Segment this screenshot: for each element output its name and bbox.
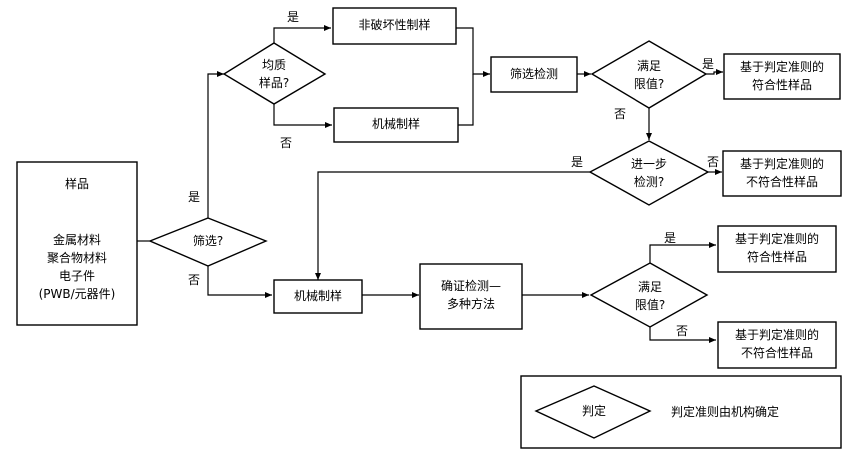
connector-yes — [706, 69, 723, 75]
decision-limit-top-label-2: 限值? — [633, 77, 665, 91]
branch-yes-label: 是 — [188, 190, 201, 204]
sample-box — [16, 161, 138, 326]
branch-no-label: 否 — [707, 155, 720, 169]
mechanical-prep-bottom-box — [273, 279, 363, 314]
sample-item: 电子件 — [58, 269, 95, 283]
connector-no — [649, 327, 716, 343]
result-bottom-conform-label-1: 基于判定准则的 — [734, 232, 819, 246]
result-top-nonconform-label-2: 不符合性样品 — [745, 175, 818, 189]
legend-description: 判定准则由机构确定 — [671, 405, 780, 419]
result-bottom-nonconform-label-2: 不符合性样品 — [740, 346, 813, 360]
decision-homogeneous — [222, 42, 327, 105]
decision-further-label-1: 进一步 — [630, 157, 667, 171]
sample-item: (PWB/元器件) — [38, 287, 116, 301]
decision-limit-bottom-label-2: 限值? — [634, 298, 666, 312]
branch-no-label: 否 — [188, 273, 201, 287]
screening-test-box — [490, 56, 578, 93]
connector-no — [207, 266, 272, 298]
decision-limit-top — [590, 40, 708, 109]
result-top-conform-box — [723, 53, 841, 100]
legend-diamond — [534, 385, 652, 439]
non-destructive-prep-box — [332, 7, 457, 45]
mechanical-prep-top-box — [333, 107, 459, 143]
connector-yes — [207, 71, 224, 218]
connector-yes — [649, 242, 716, 263]
decision-limit-top-label-1: 满足 — [636, 59, 661, 73]
result-bottom-nonconform-label-1: 基于判定准则的 — [734, 328, 819, 342]
branch-yes-label: 是 — [664, 231, 677, 245]
branch-yes-label: 是 — [287, 10, 300, 24]
confirm-test-box — [419, 263, 523, 330]
confirm-test-label-2: 多种方法 — [446, 297, 495, 311]
mechanical-prep-bottom-label: 机械制样 — [293, 289, 342, 303]
branch-no-label: 否 — [280, 136, 293, 150]
mechanical-prep-top-label: 机械制样 — [371, 117, 420, 131]
result-top-conform-label-2: 符合性样品 — [751, 78, 812, 92]
sample-title: 样品 — [64, 177, 89, 191]
branch-yes-label: 是 — [571, 155, 584, 169]
connector — [458, 74, 474, 126]
decision-screen-label: 筛选? — [192, 234, 224, 248]
connector-yes — [273, 25, 331, 43]
confirm-test-label-1: 确证检测— — [440, 279, 501, 293]
screening-test-label: 筛选检测 — [509, 67, 558, 81]
decision-further-label-2: 检测? — [633, 175, 665, 189]
branch-no-label: 否 — [676, 324, 689, 338]
decision-limit-bottom-label-1: 满足 — [637, 280, 662, 294]
result-bottom-conform-box — [717, 225, 837, 273]
connector-no — [273, 104, 332, 128]
result-top-nonconform-label-1: 基于判定准则的 — [739, 157, 824, 171]
result-top-nonconform-box — [722, 150, 842, 197]
sample-item: 聚合物材料 — [46, 251, 107, 265]
result-bottom-nonconform-box — [717, 321, 837, 369]
decision-further-test — [588, 140, 710, 206]
decision-homogeneous-label-1: 均质 — [261, 58, 286, 72]
branch-no-label: 否 — [614, 107, 627, 121]
sample-item: 金属材料 — [52, 233, 101, 247]
result-top-conform-label-1: 基于判定准则的 — [739, 60, 824, 74]
decision-limit-bottom — [589, 262, 709, 328]
decision-homogeneous-label-2: 样品? — [258, 76, 290, 90]
result-bottom-conform-label-2: 符合性样品 — [746, 250, 807, 264]
connector-yes — [315, 171, 590, 280]
branch-yes-label: 是 — [702, 57, 715, 71]
decision-screen — [148, 217, 268, 267]
non-destructive-prep-label: 非破坏性制样 — [358, 18, 431, 32]
legend-symbol-label: 判定 — [581, 404, 606, 418]
connector — [456, 27, 490, 77]
